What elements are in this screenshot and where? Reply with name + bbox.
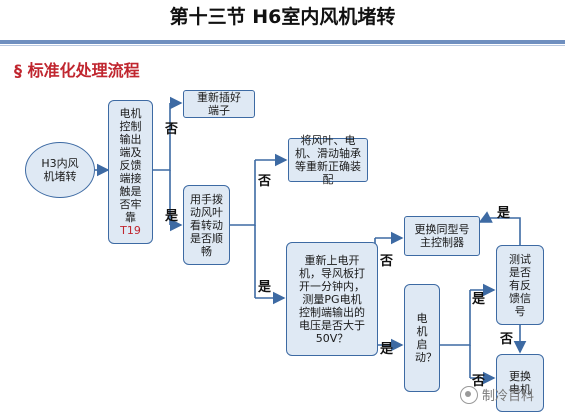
label-yes-4: 是 bbox=[472, 292, 486, 307]
connector-feedback-yes bbox=[488, 217, 521, 245]
node-power-test: 重新上电开机，导风板打开一分钟内，测量PG电机控制端输出的电压是否大于50V？ bbox=[286, 242, 378, 356]
arrow-to-controller bbox=[478, 211, 493, 223]
label-yes-3: 是 bbox=[380, 342, 394, 357]
node-replace-motor: 更换电机 bbox=[496, 354, 544, 412]
connector-hand-turn bbox=[230, 160, 256, 226]
label-no-5: 否 bbox=[500, 332, 514, 347]
node-replace-motor-label: 更换电机 bbox=[509, 370, 531, 396]
node-hand-turn: 用手拨动风叶看转动是否顺畅 bbox=[183, 185, 230, 265]
node-reassemble: 将风叶、电机、滑动轴承等重新正确装配 bbox=[288, 134, 368, 186]
node-test-feedback-label: 测试是否有反馈信号 bbox=[509, 252, 531, 318]
node-motor-start-label: 电机启动？ bbox=[415, 312, 437, 364]
node-test-feedback: 测试是否有反馈信号 bbox=[496, 245, 544, 325]
node-reassemble-label: 将风叶、电机、滑动轴承等重新正确装配 bbox=[295, 134, 361, 186]
node-power-test-label: 重新上电开机，导风板打开一分钟内，测量PG电机控制端输出的电压是否大于50V？ bbox=[299, 253, 365, 345]
node-replug-label: 重新插好端子 bbox=[197, 91, 241, 117]
label-no-1: 否 bbox=[165, 122, 179, 137]
title-divider-thin bbox=[0, 45, 565, 46]
node-motor-start: 电机启动？ bbox=[404, 284, 440, 392]
connector-motor-start bbox=[440, 290, 471, 346]
node-replace-controller-label: 更换同型号主控制器 bbox=[414, 223, 470, 249]
watermark-text: 制冷百科 bbox=[482, 389, 535, 404]
wechat-logo-icon bbox=[460, 385, 478, 404]
node-replug: 重新插好端子 bbox=[183, 90, 255, 118]
label-yes-2: 是 bbox=[258, 280, 272, 295]
node-check-output: 电机控制输出端及反馈端接触是否牢靠 T19 bbox=[108, 100, 153, 244]
page-title: 第十三节 H6室内风机堵转 bbox=[169, 6, 396, 28]
section-heading: § 标准化处理流程 bbox=[14, 61, 140, 80]
node-start-label: H3内风机堵转 bbox=[41, 157, 79, 183]
label-yes-1: 是 bbox=[165, 209, 179, 224]
title-divider bbox=[0, 40, 565, 44]
label-no-3: 否 bbox=[380, 254, 394, 269]
label-no-4: 否 bbox=[472, 374, 486, 389]
node-start: H3内风机堵转 bbox=[25, 142, 95, 198]
label-yes-5: 是 bbox=[497, 206, 511, 221]
node-check-output-code: T19 bbox=[120, 224, 141, 237]
label-no-2: 否 bbox=[258, 174, 272, 189]
node-hand-turn-label: 用手拨动风叶看转动是否顺畅 bbox=[190, 192, 223, 258]
node-check-output-label: 电机控制输出端及反馈端接触是否牢靠 bbox=[119, 107, 142, 224]
watermark: 制冷百科 bbox=[460, 385, 534, 404]
node-replace-controller: 更换同型号主控制器 bbox=[404, 216, 480, 256]
